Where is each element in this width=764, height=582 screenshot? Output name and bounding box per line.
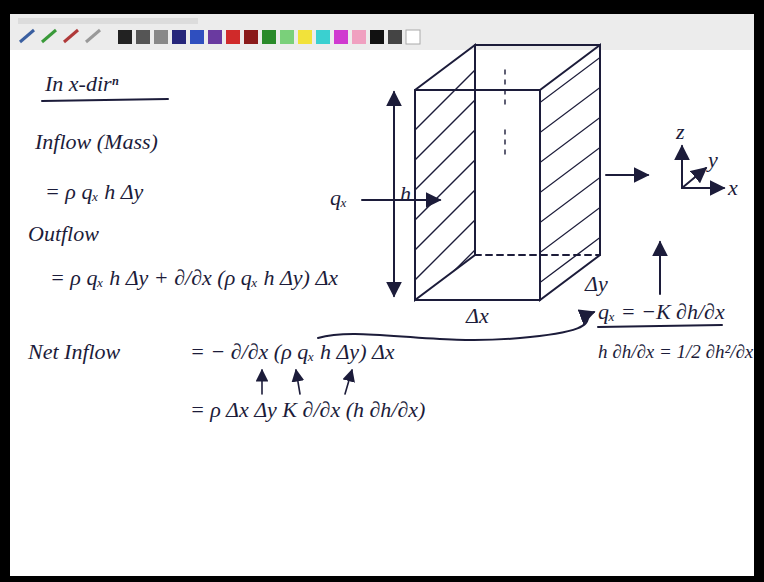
underline [598, 325, 722, 327]
flux-label-wrap: qₓ [330, 186, 347, 210]
equation-wrap: = ρ qₓ h Δy [45, 180, 143, 204]
axis-label-wrap: z [676, 120, 685, 144]
toolbar-icons [18, 18, 420, 44]
equation-label: Outflow [28, 222, 99, 246]
equation: = ρ qₓ h Δy [45, 180, 143, 204]
axis-label: x [728, 176, 738, 200]
dimension-label-wrap: h [400, 182, 411, 206]
equation-wrap: = − ∂/∂x (ρ qₓ h Δy) Δx [190, 340, 395, 364]
equation-wrap: = ρ qₓ h Δy + ∂/∂x (ρ qₓ h Δy) Δx [50, 266, 338, 290]
outflow-arrow [606, 174, 648, 176]
equation: = ρ Δx Δy K ∂/∂x (h ∂h/∂x) [190, 398, 425, 422]
control-volume-box [405, 45, 610, 350]
dimension-label: Δy [585, 272, 608, 296]
equation-label: Net Inflow [28, 340, 120, 364]
equation-label-wrap: Net Inflow [28, 340, 120, 364]
equation-wrap: qₓ = −K ∂h/∂x [598, 300, 725, 324]
term-arrows [262, 370, 352, 394]
axis-label-wrap: x [728, 176, 738, 200]
toolbar [10, 14, 754, 50]
equation: h ∂h/∂x = 1/2 ∂h²/∂x [598, 340, 753, 364]
leader-arrow [659, 242, 661, 294]
equation: = ρ qₓ h Δy + ∂/∂x (ρ qₓ h Δy) Δx [50, 266, 338, 290]
axis-label: z [676, 120, 685, 144]
dimension-label: h [400, 182, 411, 206]
underline [42, 99, 168, 101]
axes [682, 146, 724, 188]
equation: = − ∂/∂x (ρ qₓ h Δy) Δx [190, 340, 395, 364]
equation: qₓ = −K ∂h/∂x [598, 300, 725, 324]
equation-wrap: h ∂h/∂x = 1/2 ∂h²/∂x [598, 340, 753, 364]
flux-label: qₓ [330, 186, 347, 210]
equation-label: Inflow (Mass) [35, 130, 158, 154]
axis-label-wrap: y [708, 148, 718, 172]
dimension-label-wrap: Δx [466, 304, 489, 328]
heading-wrap: In x-dirⁿ [45, 72, 119, 96]
dimension-label: Δx [466, 304, 489, 328]
canvas [10, 50, 754, 576]
dimension-label-wrap: Δy [585, 272, 608, 296]
leader-arrow [318, 312, 594, 340]
heading: In x-dirⁿ [45, 72, 119, 96]
axis-label: y [708, 148, 718, 172]
height-arrow [393, 92, 395, 296]
equation-label-wrap: Inflow (Mass) [35, 130, 158, 154]
equation-label-wrap: Outflow [28, 222, 99, 246]
equation-wrap: = ρ Δx Δy K ∂/∂x (h ∂h/∂x) [190, 398, 425, 422]
